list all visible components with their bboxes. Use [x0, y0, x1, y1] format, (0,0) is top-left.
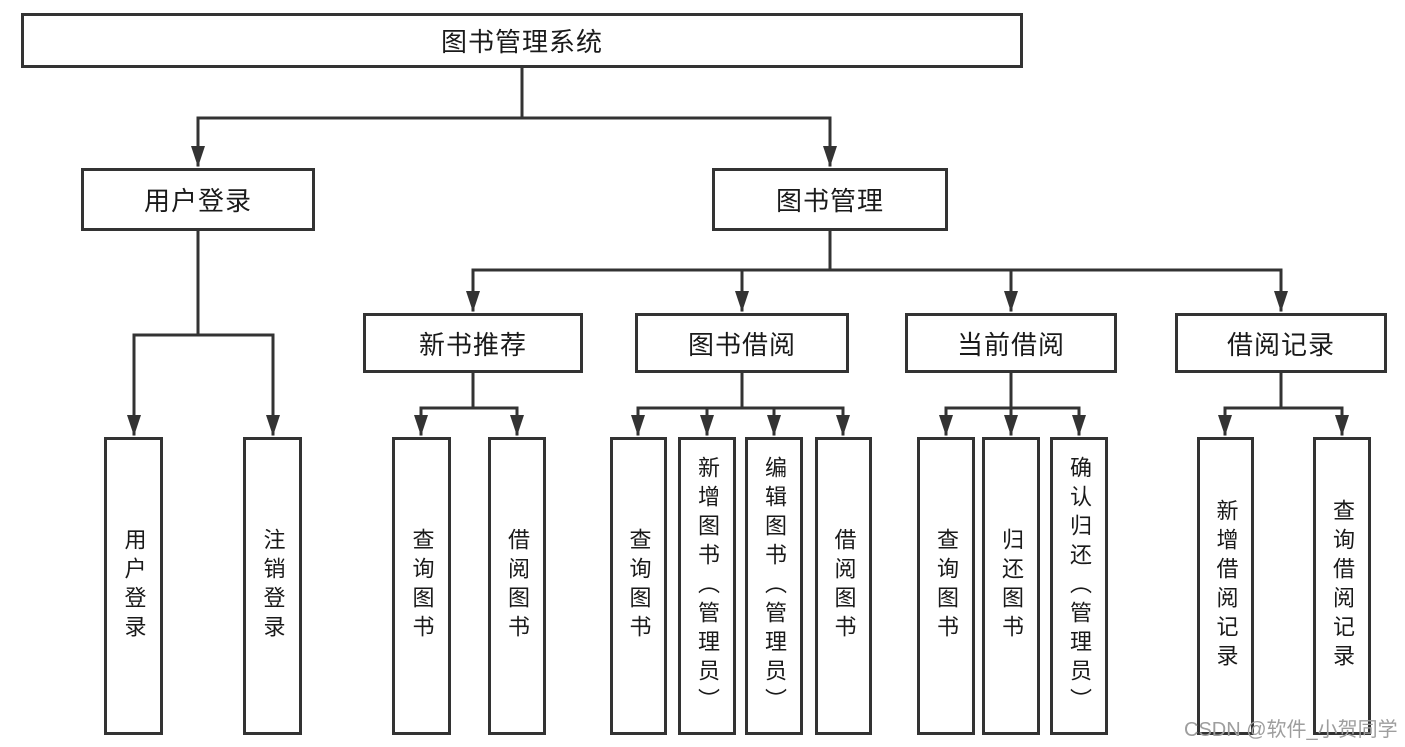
node-new-book-recommend: 新书推荐 — [363, 313, 583, 373]
leaf-user-login: 用户登录 — [104, 437, 163, 735]
connector-book-borrow-children — [631, 371, 850, 436]
node-root: 图书管理系统 — [21, 13, 1023, 68]
leaf-add-book-admin: 新增图书（管理员） — [678, 437, 736, 735]
leaf-query-book-recommend: 查询图书 — [392, 437, 451, 735]
leaf-confirm-return-admin: 确认归还（管理员） — [1050, 437, 1108, 735]
connector-borrow-record-children — [1218, 371, 1349, 436]
leaf-borrow-book-recommend: 借阅图书 — [488, 437, 546, 735]
leaf-edit-book-admin: 编辑图书（管理员） — [745, 437, 803, 735]
connector-root-to-level2 — [191, 66, 837, 167]
connector-user-login-children — [127, 229, 280, 436]
node-book-borrow: 图书借阅 — [635, 313, 849, 373]
watermark-text: CSDN @软件_小贺同学 — [1184, 719, 1398, 741]
node-user-login: 用户登录 — [81, 168, 315, 231]
node-current-borrow: 当前借阅 — [905, 313, 1117, 373]
leaf-query-borrow-record: 查询借阅记录 — [1313, 437, 1371, 735]
connector-book-management-children — [466, 229, 1288, 312]
connector-new-book-children — [414, 371, 524, 436]
connector-current-borrow-children — [939, 371, 1086, 436]
leaf-logout: 注销登录 — [243, 437, 302, 735]
leaf-borrow-book: 借阅图书 — [815, 437, 872, 735]
node-book-management: 图书管理 — [712, 168, 948, 231]
leaf-query-book-borrow: 查询图书 — [610, 437, 667, 735]
leaf-return-book: 归还图书 — [982, 437, 1040, 735]
leaf-query-book-current: 查询图书 — [917, 437, 975, 735]
leaf-add-borrow-record: 新增借阅记录 — [1197, 437, 1254, 735]
node-borrow-record: 借阅记录 — [1175, 313, 1387, 373]
